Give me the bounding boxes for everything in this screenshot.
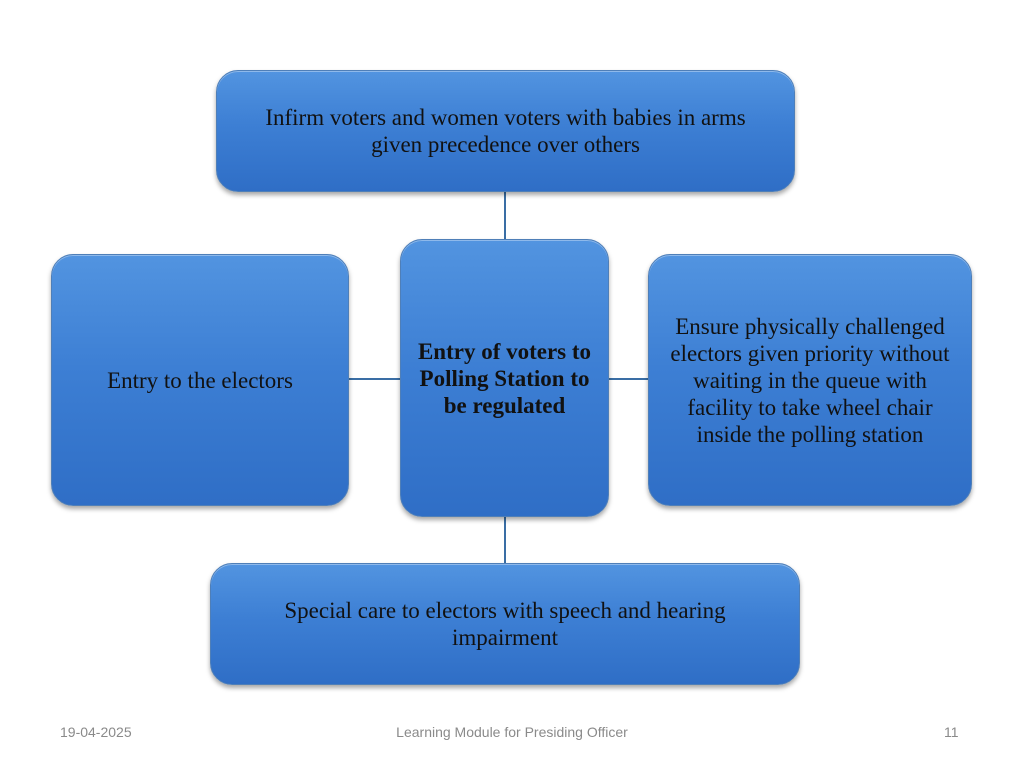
node-right: Ensure physically challenged electors gi… (648, 254, 972, 506)
node-right-text: Ensure physically challenged electors gi… (670, 313, 950, 447)
node-center: Entry of voters to Polling Station to be… (400, 239, 609, 517)
node-bottom: Special care to electors with speech and… (210, 563, 800, 685)
connector-top (504, 192, 506, 240)
footer-date: 19-04-2025 (60, 724, 132, 740)
node-left: Entry to the electors (51, 254, 349, 506)
connector-right (608, 378, 650, 380)
node-top: Infirm voters and women voters with babi… (216, 70, 795, 192)
footer-title: Learning Module for Presiding Officer (396, 724, 628, 740)
footer-page-number: 11 (944, 724, 959, 740)
connector-bottom (504, 516, 506, 564)
node-left-text: Entry to the electors (107, 367, 293, 393)
node-top-text: Infirm voters and women voters with babi… (265, 105, 746, 157)
node-bottom-text: Special care to electors with speech and… (284, 598, 726, 650)
connector-left (348, 378, 402, 380)
node-center-text: Entry of voters to Polling Station to be… (417, 338, 592, 418)
